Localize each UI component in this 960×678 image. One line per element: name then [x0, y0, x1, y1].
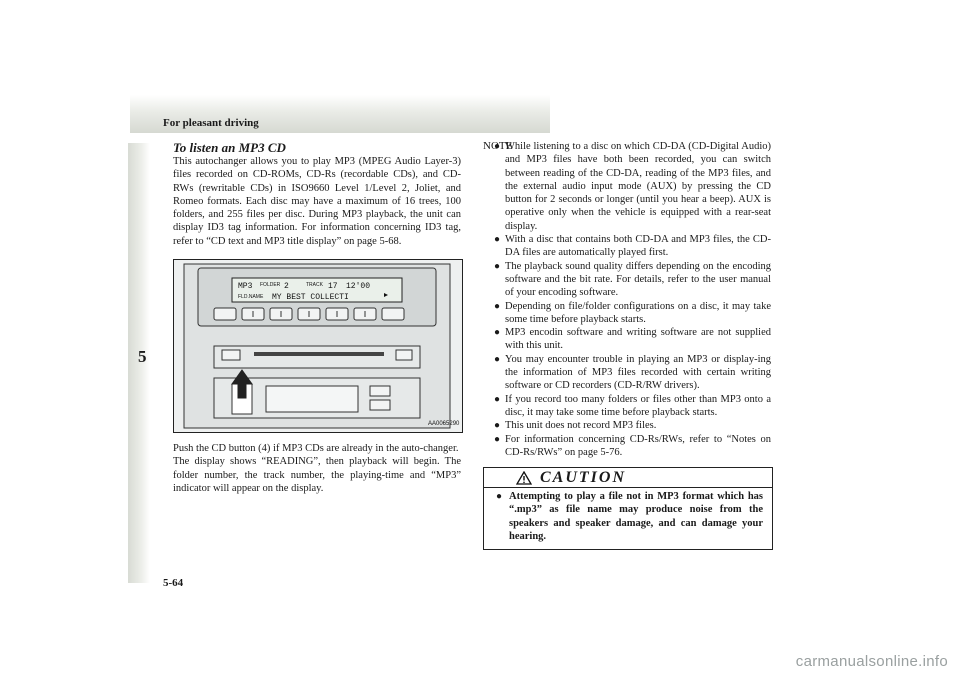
bullet-icon: ● — [494, 433, 501, 445]
caution-box: CAUTION ● Attempting to play a file not i… — [483, 467, 773, 551]
display-time-value: 12'00 — [346, 282, 370, 291]
note-text: While listening to a disc on which CD-DA… — [505, 141, 771, 232]
caution-header: CAUTION — [484, 468, 772, 489]
chapter-number: 5 — [138, 347, 147, 366]
caution-title: CAUTION — [540, 468, 627, 486]
left-column: To listen an MP3 CD This autochanger all… — [173, 140, 463, 495]
section-heading: To listen an MP3 CD — [173, 140, 286, 155]
after-figure-paragraph-1: Push the CD button (4) if MP3 CDs are al… — [173, 443, 459, 455]
chapter-side-tab — [128, 143, 150, 583]
cd-slot — [254, 352, 384, 357]
display-track-value: 17 — [328, 282, 338, 291]
note-item: ● The playback sound quality differs depe… — [483, 260, 771, 300]
note-item: ● While listening to a disc on which CD-D… — [483, 140, 771, 233]
note-item: ● MP3 encodin software and writing softwa… — [483, 326, 771, 353]
audio-unit-figure: MP3 FOLDER 2 TRACK 17 12'00 FLD.NAME MY … — [173, 259, 463, 434]
after-figure-paragraph-2: The display shows “READING”, then playba… — [173, 456, 461, 494]
section-header-title: For pleasant driving — [163, 117, 259, 129]
note-list: ● While listening to a disc on which CD-D… — [483, 140, 771, 459]
bullet-icon: ● — [494, 327, 501, 339]
note-text: For information concerning CD-Rs/RWs, re… — [505, 433, 771, 458]
note-item: ● With a disc that contains both CD-DA an… — [483, 233, 771, 260]
note-text: If you record too many folders or files … — [505, 393, 771, 418]
note-text: With a disc that contains both CD-DA and… — [505, 234, 771, 259]
caution-text: Attempting to play a file not in MP3 for… — [509, 491, 763, 543]
display-mode: MP3 — [238, 282, 253, 291]
note-item: ● Depending on file/folder configurations… — [483, 300, 771, 327]
audio-unit-illustration: MP3 FOLDER 2 TRACK 17 12'00 FLD.NAME MY … — [183, 263, 460, 429]
display-fld-name-label: FLD.NAME — [238, 294, 264, 300]
header-band — [130, 95, 550, 133]
figure-code: AA0065290 — [428, 421, 460, 427]
caution-item: ● Attempting to play a file not in MP3 fo… — [484, 490, 772, 543]
display-arrow-icon — [384, 293, 388, 298]
bullet-icon: ● — [494, 393, 501, 405]
display-track-label: TRACK — [306, 282, 324, 288]
right-column: NOTE ● While listening to a disc on which… — [483, 140, 773, 551]
bullet-icon: ● — [494, 353, 501, 365]
intro-paragraph: This autochanger allows you to play MP3 … — [173, 156, 461, 247]
bullet-icon: ● — [494, 234, 501, 246]
display-fld-name-value: MY BEST COLLECTI — [272, 293, 349, 302]
note-item: ● For information concerning CD-Rs/RWs, r… — [483, 433, 771, 460]
note-text: MP3 encodin software and writing softwar… — [505, 327, 771, 352]
lower-display — [265, 385, 359, 413]
bullet-icon: ● — [496, 491, 503, 503]
caution-list: ● Attempting to play a file not in MP3 fo… — [484, 490, 772, 543]
warning-triangle-icon — [516, 470, 532, 485]
bullet-icon: ● — [494, 420, 501, 432]
preset-buttons — [213, 307, 405, 321]
note-text: You may encounter trouble in playing an … — [505, 353, 771, 392]
note-item: ● This unit does not record MP3 files. — [483, 419, 771, 432]
display-folder-label: FOLDER — [260, 282, 281, 288]
watermark: carmanualsonline.info — [795, 653, 948, 670]
note-item: ● You may encounter trouble in playing an… — [483, 353, 771, 393]
note-item: ● If you record too many folders or files… — [483, 393, 771, 420]
arrow-pointer-icon — [231, 369, 253, 399]
bullet-icon: ● — [494, 141, 501, 152]
note-text: This unit does not record MP3 files. — [505, 420, 657, 432]
bullet-icon: ● — [494, 260, 501, 272]
note-text: Depending on file/folder configurations … — [505, 300, 771, 325]
display-folder-value: 2 — [284, 282, 289, 291]
bullet-icon: ● — [494, 300, 501, 312]
page-number: 5-64 — [163, 577, 184, 589]
note-label: NOTE — [483, 140, 513, 152]
note-text: The playback sound quality differs depen… — [505, 260, 771, 299]
